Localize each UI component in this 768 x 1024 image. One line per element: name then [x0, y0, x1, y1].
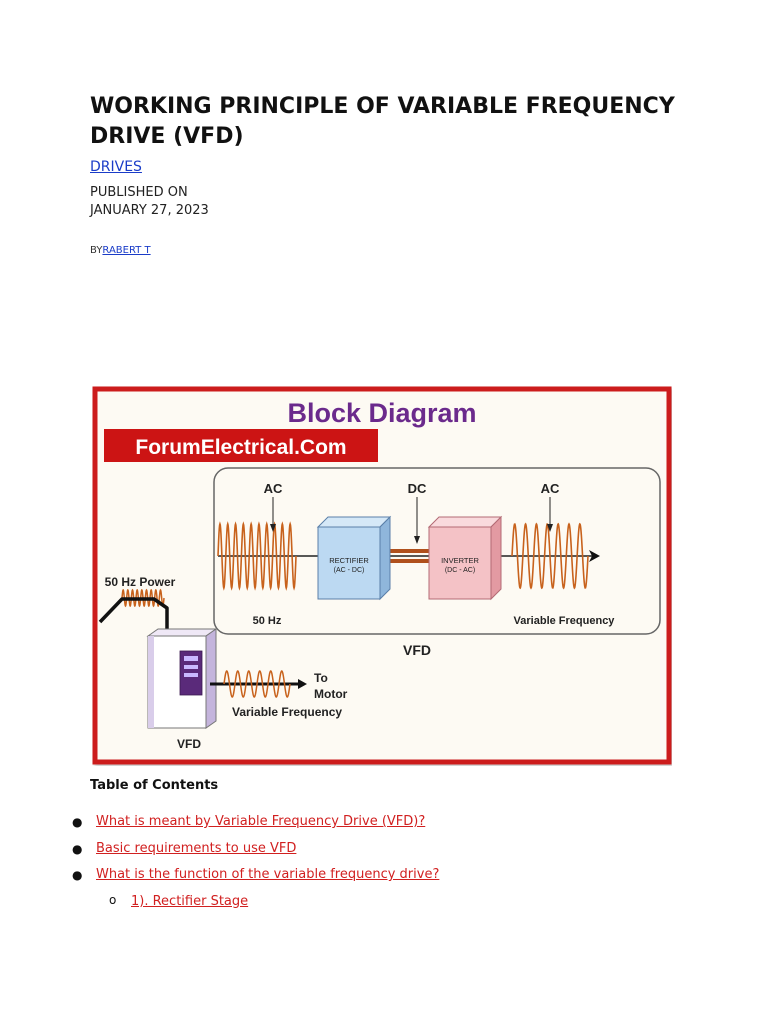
- published-label: PUBLISHED ON: [90, 185, 188, 200]
- input-wave: [217, 521, 297, 591]
- inverter-label: INVERTER: [441, 556, 479, 565]
- rectifier-block: [317, 526, 381, 600]
- output-wave: [511, 522, 589, 590]
- inverter-sublabel: (DC - AC): [445, 567, 475, 574]
- power-cable: [98, 597, 169, 636]
- ac-in-label: AC: [264, 481, 283, 496]
- toc-link-vfd-meaning[interactable]: What is meant by Variable Frequency Driv…: [96, 814, 426, 829]
- byline: BYRABERT T: [90, 245, 151, 256]
- block-diagram-figure: Block Diagram ForumElectrical.Com AC DC …: [92, 386, 672, 766]
- motor-label: Motor: [314, 687, 348, 701]
- published-date: JANUARY 27, 2023: [90, 203, 209, 218]
- toc-heading: Table of Contents: [90, 778, 219, 793]
- bullet-icon: ●: [72, 841, 83, 856]
- dc-link-top: [382, 549, 430, 553]
- bullet-icon: ●: [72, 815, 83, 829]
- author-link[interactable]: RABERT T: [102, 245, 151, 256]
- output-arrowhead: [589, 550, 600, 562]
- brand-banner: [104, 429, 378, 462]
- toc-link-rectifier-stage[interactable]: 1). Rectifier Stage: [131, 893, 249, 909]
- brand-text: ForumElectrical.Com: [135, 436, 346, 459]
- rectifier-sublabel: (AC - DC): [334, 567, 365, 574]
- diagram-title: Block Diagram: [287, 398, 476, 428]
- toc-link-function[interactable]: What is the function of the variable fre…: [96, 867, 440, 882]
- block-diagram: Block Diagram ForumElectrical.Com AC DC …: [92, 386, 672, 765]
- by-prefix: BY: [90, 245, 103, 256]
- bullet-icon: ●: [72, 868, 83, 882]
- circle-bullet-icon: o: [109, 892, 117, 907]
- var-freq-label: Variable Frequency: [514, 615, 616, 627]
- dc-link-bottom: [382, 559, 430, 563]
- vfd-container-label: VFD: [403, 642, 431, 658]
- vfd-container: [213, 467, 661, 635]
- rectifier-label: RECTIFIER: [329, 556, 369, 565]
- var-freq2-label: Variable Frequency: [232, 705, 342, 719]
- inverter-block: [428, 526, 492, 600]
- dc-label: DC: [408, 481, 427, 496]
- ac-out-label: AC: [541, 481, 560, 496]
- toc-link-requirements[interactable]: Basic requirements to use VFD: [96, 840, 297, 856]
- motor-wave: [223, 670, 291, 698]
- to-label: To: [314, 671, 328, 685]
- article-title: WORKING PRINCIPLE OF VARIABLE FREQUENCY …: [90, 94, 675, 149]
- hz50-label: 50 Hz: [253, 615, 282, 627]
- power-label: 50 Hz Power: [105, 575, 176, 589]
- vfd-label: VFD: [177, 737, 201, 751]
- category-link[interactable]: DRIVES: [90, 159, 142, 175]
